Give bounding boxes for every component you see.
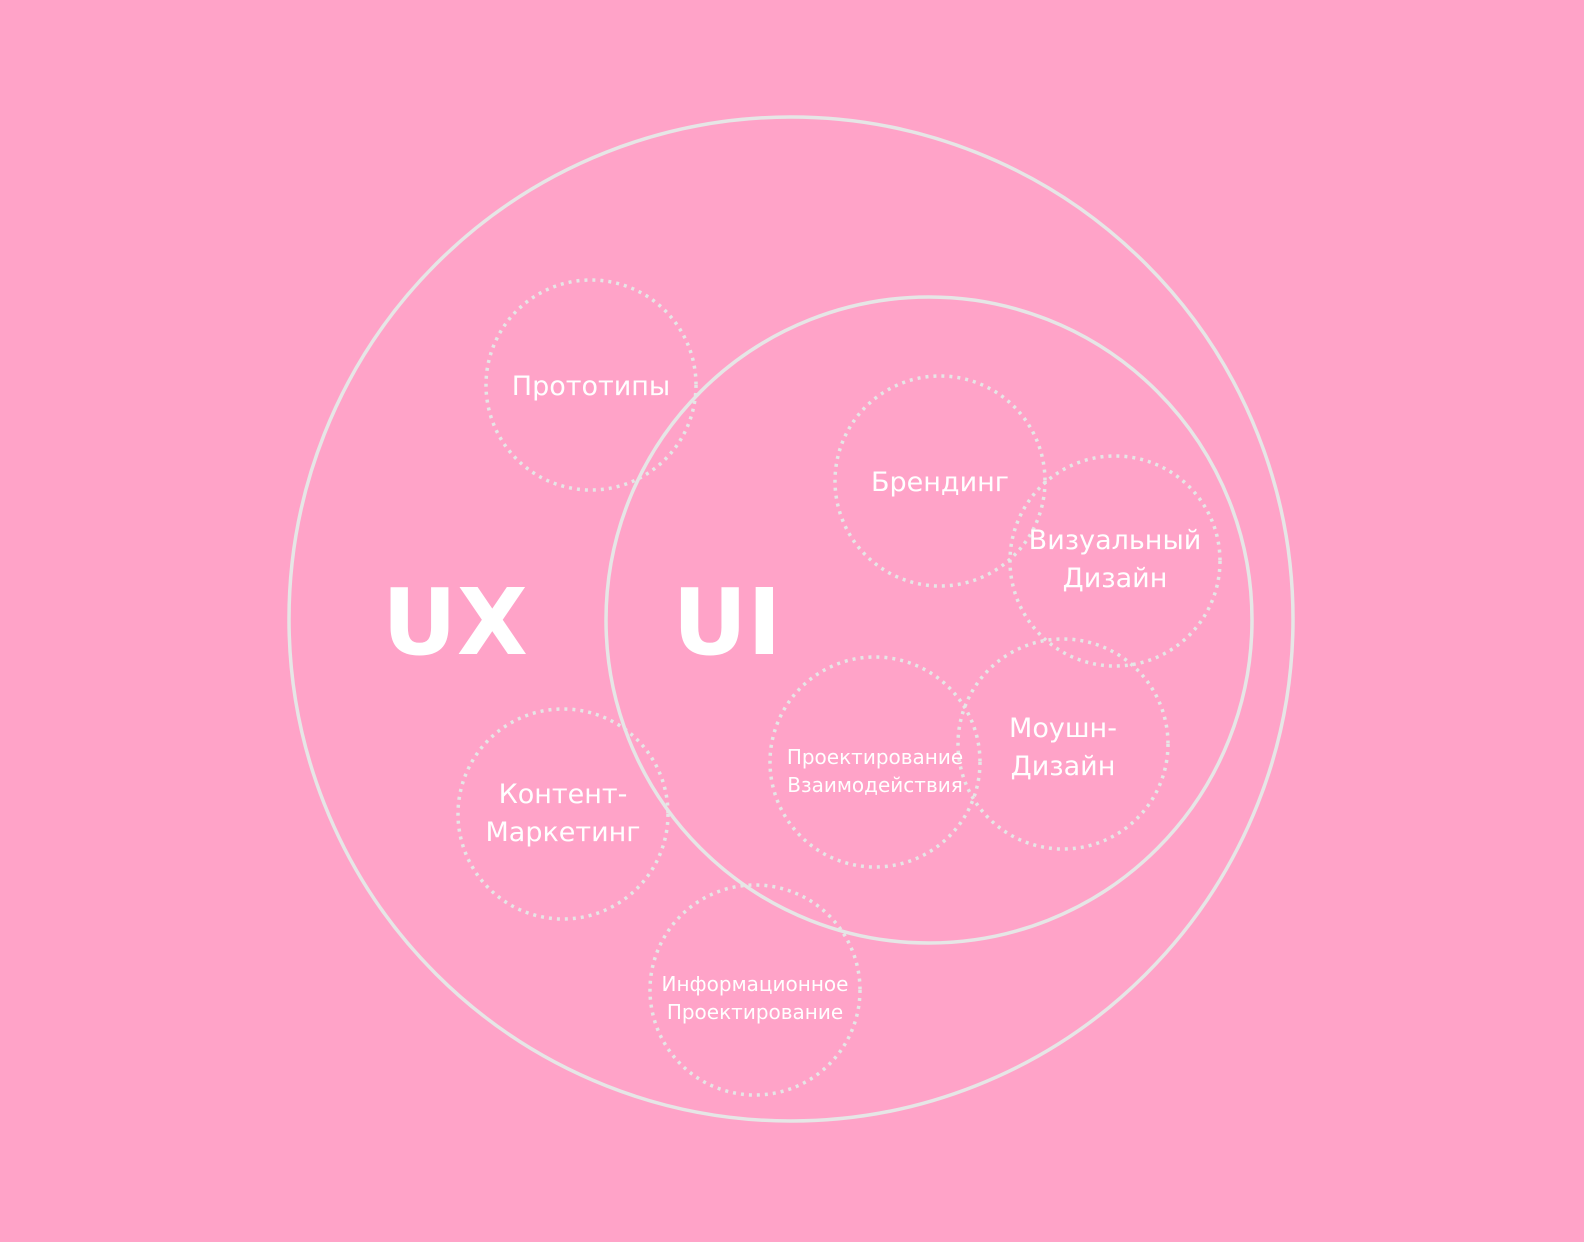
ui-label: UI xyxy=(673,569,782,676)
interaction-design-bubble xyxy=(768,655,982,869)
visual-design-bubble xyxy=(1008,454,1222,668)
content-marketing-bubble xyxy=(456,707,670,921)
content-marketing-label-1: Контент- xyxy=(499,779,628,810)
ux-label: UX xyxy=(382,569,528,676)
information-architecture-label-1: Информационное xyxy=(662,972,849,996)
motion-design-label-1: Моушн- xyxy=(1009,713,1117,744)
content-marketing-label-2: Маркетинг xyxy=(485,817,640,848)
visual-design-label-1: Визуальный xyxy=(1029,525,1202,556)
information-architecture-bubble xyxy=(648,883,862,1097)
interaction-design-label-2: Взаимодействия xyxy=(787,773,963,797)
ux-circle xyxy=(287,115,1295,1123)
visual-design-label-2: Дизайн xyxy=(1063,563,1168,594)
motion-design-label-2: Дизайн xyxy=(1011,751,1116,782)
information-architecture-label-2: Проектирование xyxy=(667,1000,843,1024)
motion-design-bubble xyxy=(956,637,1170,851)
ui-circle xyxy=(604,295,1254,945)
interaction-design-label-1: Проектирование xyxy=(787,745,963,769)
prototypes-label: Прототипы xyxy=(512,371,670,402)
prototypes-bubble xyxy=(484,278,698,492)
branding-label: Брендинг xyxy=(871,467,1009,498)
